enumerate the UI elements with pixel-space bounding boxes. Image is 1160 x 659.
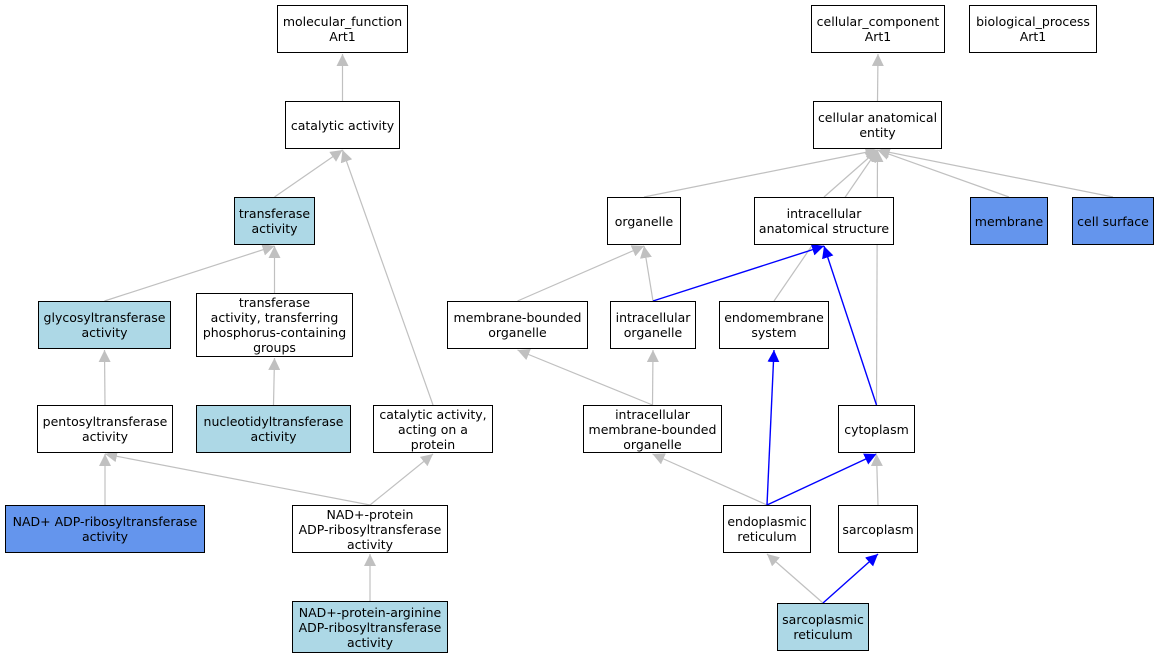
edge-membrane-to-cellular_anatomical_entity: [877, 148, 1010, 198]
edge-catalytic_activity_protein-to-catalytic_activity: [340, 149, 434, 406]
edge-intracellular_organelle-to-intracellular_anatomical_structure: [652, 243, 825, 302]
edge-cell_surface-to-cellular_anatomical_entity: [877, 146, 1114, 198]
edge-endoplasmic_reticulum-to-endomembrane_system: [766, 349, 780, 506]
node-catalytic-activity-on-protein[interactable]: catalytic activity, acting on a protein: [373, 405, 493, 453]
node-sarcoplasm[interactable]: sarcoplasm: [838, 505, 918, 553]
edge-glycosyltransferase_activity-to-transferase_activity: [104, 243, 275, 302]
node-cellular-component[interactable]: cellular_component Art1: [811, 5, 945, 53]
edge-intracellular_membrane_bounded_organelle-to-intracellular_organelle: [646, 349, 659, 406]
node-sarcoplasmic-reticulum[interactable]: sarcoplasmic reticulum: [777, 603, 869, 651]
node-intracellular-organelle[interactable]: intracellular organelle: [610, 301, 696, 349]
edge-sarcoplasm-to-cytoplasm: [870, 453, 883, 506]
edge-transferase_activity-to-catalytic_activity: [274, 149, 343, 198]
node-label: NAD+-protein ADP-ribosyltransferase acti…: [298, 506, 442, 552]
node-transferase-phosphorus-groups[interactable]: transferase activity, transferring phosp…: [196, 293, 353, 357]
edge-nad_protein_adp_ribosyltransferase-to-catalytic_activity_protein: [369, 453, 434, 506]
edge-sarcoplasmic_reticulum-to-endoplasmic_reticulum: [766, 553, 824, 604]
node-cell-surface[interactable]: cell surface: [1072, 197, 1154, 245]
node-molecular-function[interactable]: molecular_function Art1: [277, 5, 408, 53]
node-label: molecular_function Art1: [282, 14, 403, 44]
node-label: endoplasmic reticulum: [727, 514, 807, 544]
node-label: intracellular organelle: [615, 310, 691, 340]
node-label: glycosyltransferase activity: [43, 310, 166, 340]
node-label: catalytic activity, acting on a protein: [379, 406, 487, 452]
node-nad-protein-adp-ribosyltransferase[interactable]: NAD+-protein ADP-ribosyltransferase acti…: [292, 505, 448, 553]
node-organelle[interactable]: organelle: [607, 197, 681, 245]
edge-endoplasmic_reticulum-to-intracellular_membrane_bounded_organelle: [652, 453, 768, 506]
edge-membrane_bounded_organelle-to-organelle: [517, 245, 645, 302]
node-label: organelle: [614, 213, 674, 229]
edge-cellular_anatomical_entity-to-cellular_component: [871, 53, 884, 102]
node-cytoplasm[interactable]: cytoplasm: [838, 405, 915, 453]
node-label: intracellular anatomical structure: [758, 206, 890, 236]
node-nad-protein-arginine-adp-ribosyltransferase[interactable]: NAD+-protein-arginine ADP-ribosyltransfe…: [292, 601, 448, 653]
node-glycosyltransferase-activity[interactable]: glycosyltransferase activity: [38, 301, 171, 349]
node-label: pentosyltransferase activity: [42, 414, 168, 444]
node-pentosyltransferase-activity[interactable]: pentosyltransferase activity: [37, 405, 173, 453]
node-label: transferase activity, transferring phosp…: [202, 295, 347, 355]
node-cellular-anatomical-entity[interactable]: cellular anatomical entity: [813, 101, 942, 149]
edge-intracellular_organelle-to-organelle: [640, 245, 654, 302]
edge-cytoplasm-to-cellular_anatomical_entity: [871, 149, 884, 406]
node-membrane[interactable]: membrane: [970, 197, 1048, 245]
node-label: cellular_component Art1: [816, 14, 940, 44]
edge-nad_protein_adp_ribosyltransferase-to-pentosyltransferase_activity: [104, 450, 371, 506]
node-nad-adp-ribosyltransferase[interactable]: NAD+ ADP-ribosyltransferase activity: [5, 505, 205, 553]
node-label: cellular anatomical entity: [817, 110, 938, 140]
node-label: NAD+ ADP-ribosyltransferase activity: [12, 514, 198, 544]
node-label: NAD+-protein-arginine ADP-ribosyltransfe…: [298, 604, 442, 650]
node-label: sarcoplasm: [842, 521, 914, 537]
node-nucleotidyltransferase-activity[interactable]: nucleotidyltransferase activity: [196, 405, 351, 453]
node-label: sarcoplasmic reticulum: [782, 612, 864, 642]
node-label: transferase activity: [238, 206, 311, 236]
edge-layer: [98, 53, 1114, 604]
node-label: cytoplasm: [844, 421, 909, 437]
edge-intracellular_membrane_bounded_organelle-to-membrane_bounded_organelle: [517, 348, 653, 406]
node-label: membrane: [974, 213, 1044, 229]
node-membrane-bounded-organelle[interactable]: membrane-bounded organelle: [447, 301, 588, 349]
node-label: membrane-bounded organelle: [453, 310, 582, 340]
node-catalytic-activity[interactable]: catalytic activity: [285, 101, 400, 149]
edge-cytoplasm-to-intracellular_anatomical_structure: [822, 245, 878, 406]
node-label: catalytic activity: [290, 117, 395, 133]
node-biological-process[interactable]: biological_process Art1: [969, 5, 1097, 53]
edge-endoplasmic_reticulum-to-cytoplasm: [766, 453, 877, 506]
edge-organelle-to-cellular_anatomical_entity: [643, 146, 878, 198]
node-transferase-activity[interactable]: transferase activity: [234, 197, 315, 245]
node-label: intracellular membrane-bounded organelle: [588, 406, 717, 452]
node-intracellular-anatomical-structure[interactable]: intracellular anatomical structure: [754, 197, 894, 245]
node-label: biological_process Art1: [976, 14, 1090, 44]
edge-pentosyltransferase_activity-to-glycosyltransferase_activity: [98, 349, 111, 406]
node-label: cell surface: [1077, 213, 1149, 229]
node-label: endomembrane system: [724, 310, 824, 340]
node-label: nucleotidyltransferase activity: [203, 414, 344, 444]
edge-nucleotidyltransferase_activity-to-transferase_phosphorus: [268, 357, 281, 406]
node-endoplasmic-reticulum[interactable]: endoplasmic reticulum: [723, 505, 811, 553]
node-endomembrane-system[interactable]: endomembrane system: [719, 301, 829, 349]
node-intracellular-membrane-bounded-organelle[interactable]: intracellular membrane-bounded organelle: [583, 405, 722, 453]
edge-sarcoplasmic_reticulum-to-sarcoplasm: [822, 553, 879, 604]
